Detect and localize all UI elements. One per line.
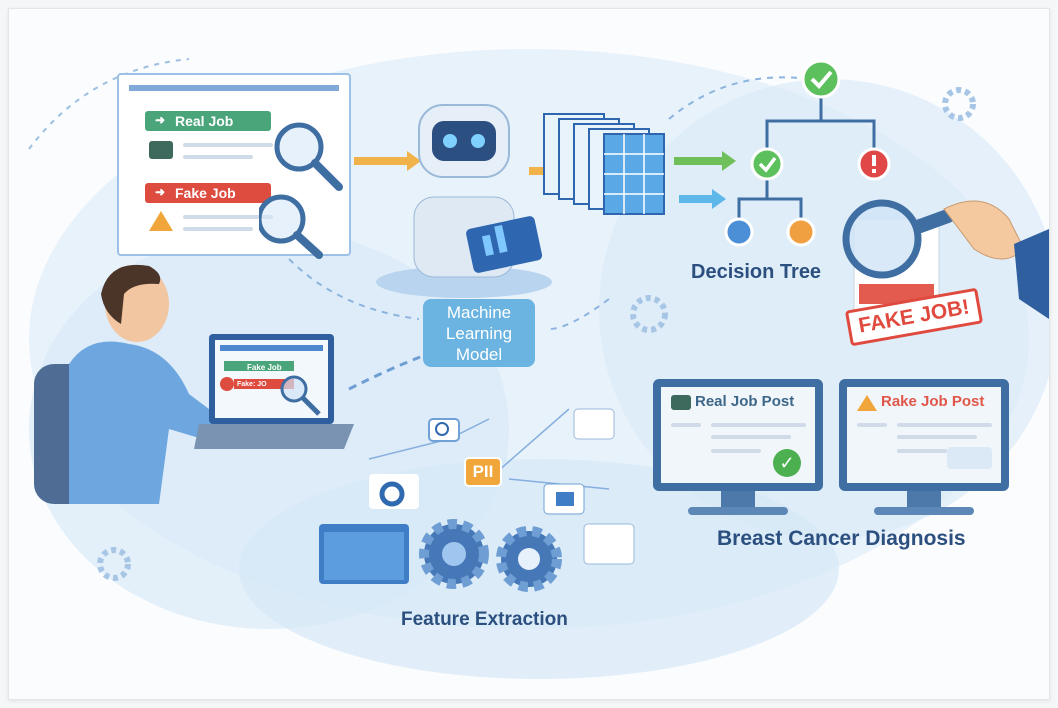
laptop-fake-job-label: Fake: JO [237,381,267,388]
model-label-line: Model [455,345,503,364]
hand-magnifier-icon [842,199,1049,319]
decision-tree-diagram [724,59,891,247]
robot-icon [376,104,552,298]
magnifier-icon [259,122,343,259]
model-label-line: Machine [446,303,512,322]
fake-job-label: Fake Job [175,185,236,201]
real-job-tag: ➜Real Job [145,111,271,131]
fake-job-tag: ➜Fake Job [145,183,271,203]
monitor-title: Rake Job Post [881,393,985,410]
warning-icon [857,395,877,411]
model-label-line: Learning [445,324,513,343]
feature-icons-cluster [319,408,635,592]
monitor-fake-job-post: Rake Job Post [839,379,1009,491]
illustration-frame: ➜Real Job ➜Fake Job Machine Learning Mod… [8,8,1050,700]
laptop-real-job-label: Fake Job [247,363,282,372]
model-label-box: Machine Learning Model [423,299,535,367]
warning-icon [149,211,173,231]
real-job-label: Real Job [175,113,234,129]
briefcase-icon [671,395,691,410]
decision-tree-label: Decision Tree [691,261,822,283]
laptop-icon [194,334,354,449]
person-at-laptop-illustration [34,264,252,504]
monitor-title: Real Job Post [695,393,795,410]
pii-badge: PII [464,457,502,487]
check-icon: ✓ [773,449,801,477]
monitor-real-job-post: Real Job Post ✓ [653,379,823,491]
briefcase-icon [149,141,173,159]
check-icon [801,59,841,99]
feature-extraction-label: Feature Extraction [401,609,568,630]
diagnosis-label: Breast Cancer Diagnosis [717,527,966,550]
data-grid-stack-icon [543,113,665,215]
